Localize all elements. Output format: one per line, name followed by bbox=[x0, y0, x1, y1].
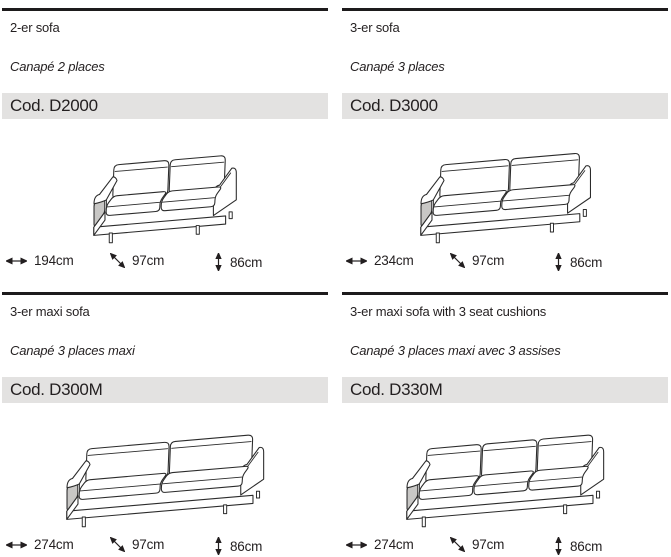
dimension-value: 97cm bbox=[472, 537, 505, 552]
dimensions-row: 274cm 97cm 86cm bbox=[2, 537, 328, 557]
product-title: 3-er maxi sofa with 3 seat cushions bbox=[350, 304, 547, 319]
dimension-value: 194cm bbox=[34, 253, 74, 268]
width-arrow-icon bbox=[6, 541, 27, 548]
depth-arrow-icon bbox=[450, 537, 465, 552]
product-subtitle-fr: Canapé 3 places maxi bbox=[10, 343, 135, 358]
dimension-value: 234cm bbox=[374, 253, 414, 268]
product-cell-d300m: 3-er maxi sofa Canapé 3 places maxi Cod.… bbox=[2, 292, 328, 557]
sofa-illustration bbox=[342, 127, 668, 247]
depth-dimension: 97cm bbox=[110, 537, 164, 552]
width-dimension: 274cm bbox=[346, 537, 414, 552]
height-arrow-icon bbox=[215, 253, 222, 271]
product-code: Cod. D300M bbox=[10, 380, 103, 399]
product-code-bar: Cod. D330M bbox=[342, 377, 668, 403]
width-arrow-icon bbox=[6, 257, 27, 264]
sofa-illustration bbox=[2, 127, 328, 247]
dimension-value: 86cm bbox=[230, 254, 263, 270]
sofa-line-drawing bbox=[406, 434, 605, 528]
dimension-value: 86cm bbox=[570, 254, 603, 270]
width-arrow-icon bbox=[346, 257, 367, 264]
dimensions-row: 194cm 97cm 86cm bbox=[2, 253, 328, 273]
depth-dimension: 97cm bbox=[450, 537, 504, 552]
product-cell-d2000: 2-er sofa Canapé 2 places Cod. D2000 194… bbox=[2, 8, 328, 292]
product-title: 3-er sofa bbox=[350, 20, 400, 35]
product-subtitle-fr: Canapé 2 places bbox=[10, 59, 105, 74]
width-arrow-icon bbox=[346, 541, 367, 548]
product-code-bar: Cod. D300M bbox=[2, 377, 328, 403]
width-dimension: 194cm bbox=[6, 253, 74, 268]
product-code: Cod. D330M bbox=[350, 380, 443, 399]
dimension-value: 274cm bbox=[374, 537, 414, 552]
depth-arrow-icon bbox=[110, 253, 125, 268]
height-dimension: 86cm bbox=[554, 537, 602, 555]
height-arrow-icon bbox=[555, 537, 562, 555]
dimensions-row: 274cm 97cm 86cm bbox=[342, 537, 668, 557]
depth-arrow-icon bbox=[450, 253, 465, 268]
sofa-line-drawing bbox=[93, 155, 238, 244]
dimension-value: 86cm bbox=[570, 538, 603, 554]
depth-dimension: 97cm bbox=[450, 253, 504, 268]
product-subtitle-fr: Canapé 3 places bbox=[350, 59, 445, 74]
product-subtitle-fr: Canapé 3 places maxi avec 3 assises bbox=[350, 343, 561, 358]
sofa-illustration bbox=[2, 411, 328, 531]
dimension-value: 97cm bbox=[132, 253, 165, 268]
dimension-value: 86cm bbox=[230, 538, 263, 554]
product-code-bar: Cod. D2000 bbox=[2, 93, 328, 119]
height-dimension: 86cm bbox=[214, 537, 262, 555]
depth-dimension: 97cm bbox=[110, 253, 164, 268]
product-title: 3-er maxi sofa bbox=[10, 304, 90, 319]
product-cell-d330m: 3-er maxi sofa with 3 seat cushions Cana… bbox=[342, 292, 668, 557]
height-dimension: 86cm bbox=[554, 253, 602, 271]
product-cell-d3000: 3-er sofa Canapé 3 places Cod. D3000 234… bbox=[342, 8, 668, 292]
product-code: Cod. D2000 bbox=[10, 96, 98, 115]
dimension-value: 97cm bbox=[132, 537, 165, 552]
height-arrow-icon bbox=[555, 253, 562, 271]
width-dimension: 274cm bbox=[6, 537, 74, 552]
height-arrow-icon bbox=[215, 537, 222, 555]
width-dimension: 234cm bbox=[346, 253, 414, 268]
dimension-value: 274cm bbox=[34, 537, 74, 552]
depth-arrow-icon bbox=[110, 537, 125, 552]
product-code: Cod. D3000 bbox=[350, 96, 438, 115]
height-dimension: 86cm bbox=[214, 253, 262, 271]
dimensions-row: 234cm 97cm 86cm bbox=[342, 253, 668, 273]
sofa-illustration bbox=[342, 411, 668, 531]
product-code-bar: Cod. D3000 bbox=[342, 93, 668, 119]
sofa-line-drawing bbox=[420, 152, 591, 244]
sofa-line-drawing bbox=[66, 434, 265, 528]
product-grid: 2-er sofa Canapé 2 places Cod. D2000 194… bbox=[2, 8, 668, 557]
dimension-value: 97cm bbox=[472, 253, 505, 268]
product-title: 2-er sofa bbox=[10, 20, 60, 35]
